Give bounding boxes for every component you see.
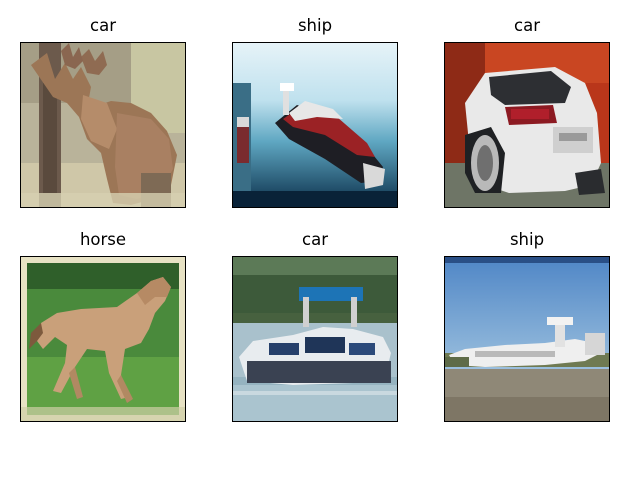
boat-image <box>233 257 397 421</box>
panel-image-frame <box>232 256 398 422</box>
aircraft-image <box>445 257 609 421</box>
panel-title: ship <box>297 16 333 35</box>
panel-image-frame <box>444 42 610 208</box>
panel-image-frame <box>232 42 398 208</box>
panel-title: ship <box>509 230 545 249</box>
horse-image <box>21 257 185 421</box>
panel-image-frame <box>20 42 186 208</box>
panel-image-frame <box>20 256 186 422</box>
panel-title: car <box>302 230 328 249</box>
panel-title: car <box>90 16 116 35</box>
panel-title: horse <box>79 230 127 249</box>
ship-image <box>233 43 397 207</box>
deer-image <box>21 43 185 207</box>
panel-image-frame <box>444 256 610 422</box>
car-image <box>445 43 609 207</box>
panel-title: car <box>514 16 540 35</box>
